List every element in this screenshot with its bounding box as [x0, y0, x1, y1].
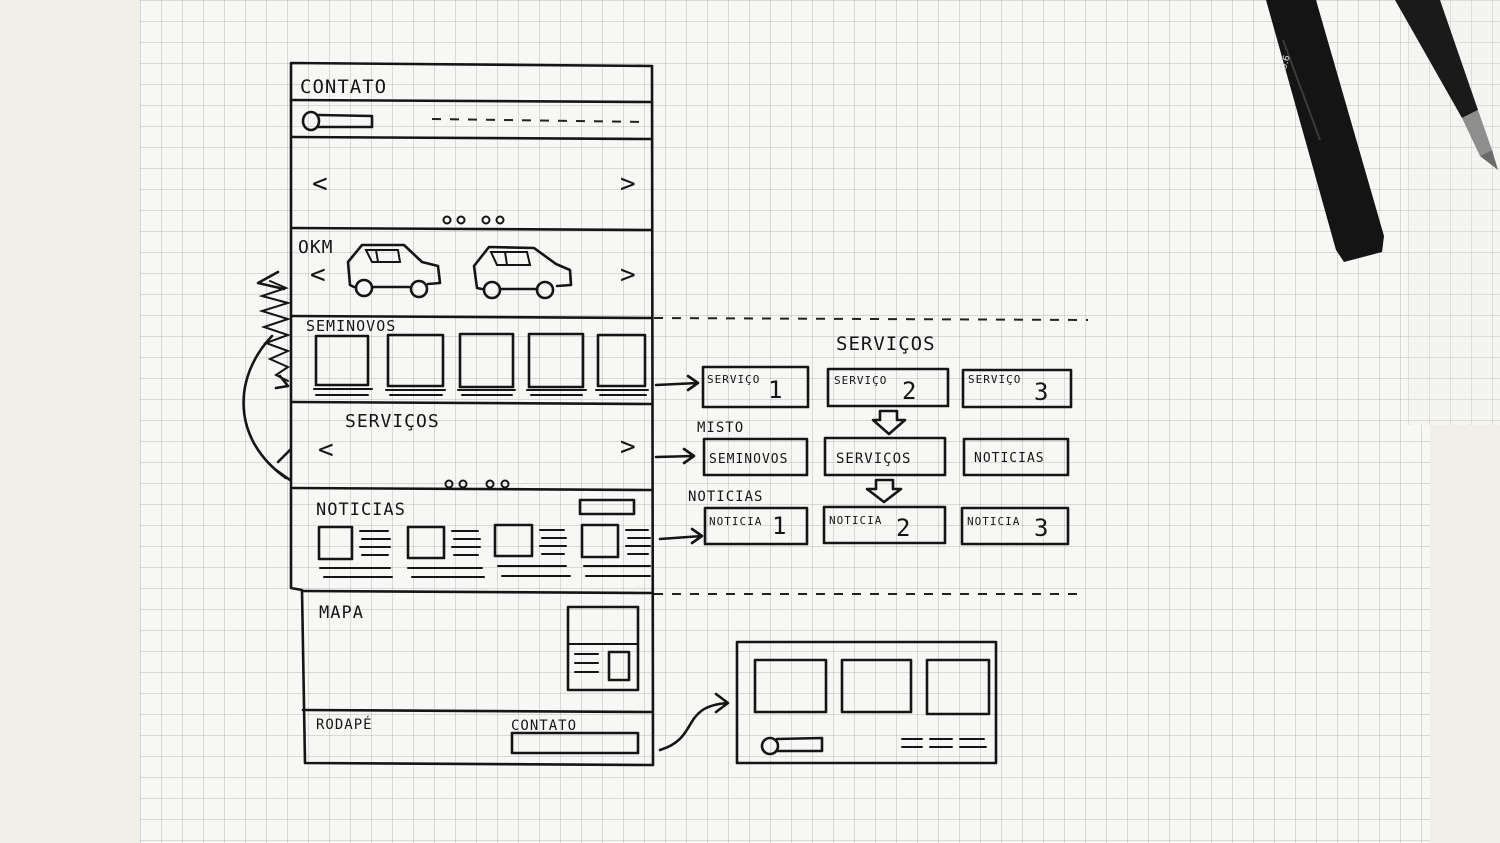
footer-contato-input[interactable] — [510, 731, 640, 755]
mapa-label: MAPA — [319, 603, 364, 623]
servico-box[interactable]: SERVIÇO 1 — [701, 365, 810, 409]
noticia-number: 2 — [896, 514, 911, 542]
map-widget — [566, 605, 640, 692]
servico-number: 2 — [902, 377, 917, 405]
footer-detail-wireframe — [735, 640, 998, 765]
wireframe-page — [289, 61, 655, 767]
servicos-prev-arrow[interactable]: < — [318, 435, 335, 465]
seminovos-card — [457, 332, 516, 396]
zigzag-arrow-icon — [242, 270, 292, 482]
nav-links — [431, 118, 649, 123]
noticia-number: 1 — [772, 512, 787, 540]
misto-item-label: SERVIÇOS — [836, 451, 911, 467]
misto-box-servicos[interactable]: SERVIÇOS — [823, 436, 947, 477]
mechanical-pencil-icon: 0.6 — [1266, 0, 1384, 262]
servicos-dots — [444, 479, 510, 489]
footer-detail-block — [925, 658, 991, 716]
curved-arrow-icon — [658, 692, 730, 752]
noticia-box[interactable]: NOTICIA 1 — [703, 506, 809, 546]
servico-number: 3 — [1034, 378, 1049, 406]
noticia-label: NOTICIA — [709, 515, 762, 528]
noticias-detail-label: NOTICIAS — [688, 489, 763, 505]
footer-contato-label: CONTATO — [511, 718, 577, 734]
noticias-label: NOTICIAS — [316, 500, 406, 520]
dashed-guide-top — [653, 317, 1089, 321]
down-arrow-icon — [865, 478, 903, 504]
noticia-number: 3 — [1034, 514, 1049, 542]
seminovos-card — [385, 333, 446, 396]
servicos-next-arrow[interactable]: > — [620, 432, 637, 462]
seminovos-section: SEMINOVOS — [306, 317, 649, 396]
rodape-section: RODAPÉ CONTATO — [316, 716, 640, 755]
noticia-card — [493, 523, 571, 577]
footer-detail-links — [901, 738, 987, 748]
servico-label: SERVIÇO — [707, 373, 760, 386]
servico-label: SERVIÇO — [834, 374, 887, 387]
noticia-box[interactable]: NOTICIA 3 — [960, 506, 1070, 546]
servicos-label: SERVIÇOS — [345, 411, 440, 432]
okm-next-arrow[interactable]: > — [620, 260, 637, 290]
okm-label: OKM — [298, 237, 334, 258]
misto-item-label: SEMINOVOS — [709, 452, 788, 467]
servico-box[interactable]: SERVIÇO 2 — [826, 367, 950, 408]
misto-box-noticias[interactable]: NOTICIAS — [962, 437, 1070, 477]
pencil-marking: 0.6 — [1279, 54, 1293, 71]
nav-row — [301, 110, 649, 132]
hero-carousel: < > — [312, 169, 637, 225]
noticia-card — [580, 523, 651, 577]
connection-arrows — [654, 374, 730, 752]
noticias-section: NOTICIAS — [316, 498, 651, 578]
footer-detail-block — [753, 658, 828, 714]
hero-prev-arrow[interactable]: < — [312, 169, 329, 199]
contato-header-label: CONTATO — [300, 76, 387, 98]
misto-box-seminovos[interactable]: SEMINOVOS — [702, 437, 809, 477]
arrow-right-icon — [654, 374, 700, 392]
servico-box[interactable]: SERVIÇO 3 — [961, 368, 1073, 409]
noticias-button[interactable] — [578, 498, 636, 516]
footer-detail-block — [840, 658, 913, 714]
servicos-section: SERVIÇOS < > — [318, 411, 637, 489]
okm-prev-arrow[interactable]: < — [310, 260, 327, 290]
seminovos-card — [526, 332, 587, 396]
pen-icon — [1395, 0, 1498, 170]
misto-label: MISTO — [697, 420, 744, 436]
car-icon — [346, 243, 442, 299]
car-icon — [472, 245, 573, 300]
logo-icon — [301, 110, 321, 132]
servicos-detail-title: SERVIÇOS — [836, 333, 936, 355]
graph-paper — [140, 0, 1430, 843]
mapa-section: MAPA — [319, 603, 640, 692]
seminovos-label: SEMINOVOS — [306, 317, 396, 335]
footer-logo-icon — [760, 736, 780, 756]
seminovos-card — [313, 334, 373, 396]
okm-section: OKM < > — [298, 237, 637, 300]
arrow-right-icon — [654, 447, 696, 465]
noticia-card — [317, 525, 393, 578]
arrow-right-icon — [658, 527, 704, 545]
noticia-box[interactable]: NOTICIA 2 — [822, 505, 947, 545]
hero-dots — [442, 215, 505, 225]
down-arrow-icon — [871, 409, 907, 436]
noticia-label: NOTICIA — [829, 514, 882, 527]
hero-next-arrow[interactable]: > — [620, 169, 637, 199]
servico-label: SERVIÇO — [968, 373, 1021, 386]
servico-number: 1 — [768, 376, 783, 404]
noticia-label: NOTICIA — [967, 515, 1020, 528]
seminovos-card — [595, 333, 649, 396]
misto-item-label: NOTICIAS — [974, 451, 1045, 466]
noticia-card — [406, 525, 485, 578]
rodape-label: RODAPÉ — [316, 716, 373, 733]
